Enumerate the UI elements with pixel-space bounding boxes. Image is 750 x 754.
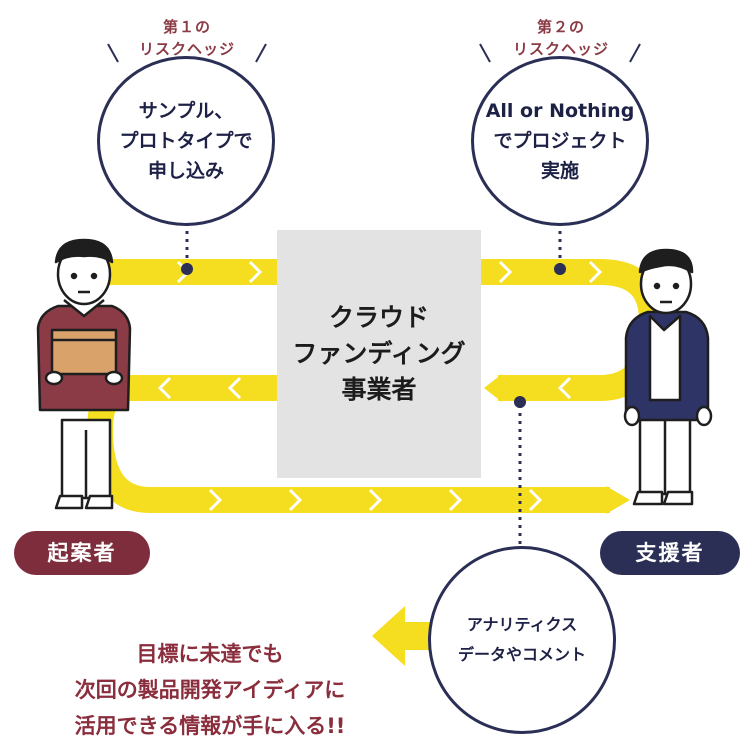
message-arrow (372, 606, 440, 666)
hedge1-caption: 第１の リスクヘッジ (112, 16, 262, 60)
supporter-badge: 支援者 (600, 531, 740, 575)
connector-dot-3 (514, 396, 526, 408)
analytics-text: アナリティクス データやコメント (457, 615, 586, 664)
benefit-message-text: 目標に未達でも 次回の製品開発アイディアに 活用できる情報が手に入る!! (74, 642, 346, 738)
caption-slashes (107, 43, 641, 63)
analytics-circle: アナリティクス データやコメント (428, 546, 616, 734)
hedge2-caption: 第２の リスクヘッジ (486, 16, 636, 60)
platform-box: クラウド ファンディング 事業者 (277, 230, 481, 478)
platform-label: クラウド ファンディング 事業者 (292, 303, 466, 404)
connector-dot-2 (554, 263, 566, 275)
hedge1-caption-line1: 第１の (162, 18, 211, 36)
connector-dot-1 (181, 263, 193, 275)
arrowhead-bottom-right (606, 486, 630, 514)
arrowhead-middle-left (484, 374, 502, 402)
hedge2-circle: All or Nothing でプロジェクト 実施 (471, 56, 649, 226)
benefit-message: 目標に未達でも 次回の製品開発アイディアに 活用できる情報が手に入る!! (0, 600, 420, 744)
hedge2-text: All or Nothing でプロジェクト 実施 (485, 100, 635, 182)
hedge1-text: サンプル、 プロトタイプで 申し込み (119, 100, 253, 182)
hedge2-caption-line2: リスクヘッジ (512, 40, 609, 58)
hedge1-circle: サンプル、 プロトタイプで 申し込み (97, 56, 275, 226)
creator-figure (36, 238, 132, 510)
hedge1-caption-line2: リスクヘッジ (138, 40, 235, 58)
hedge2-caption-line1: 第２の (536, 18, 585, 36)
creator-badge: 起案者 (14, 531, 150, 575)
creator-label: 起案者 (47, 541, 117, 565)
supporter-figure (623, 248, 713, 506)
supporter-label: 支援者 (635, 541, 705, 565)
